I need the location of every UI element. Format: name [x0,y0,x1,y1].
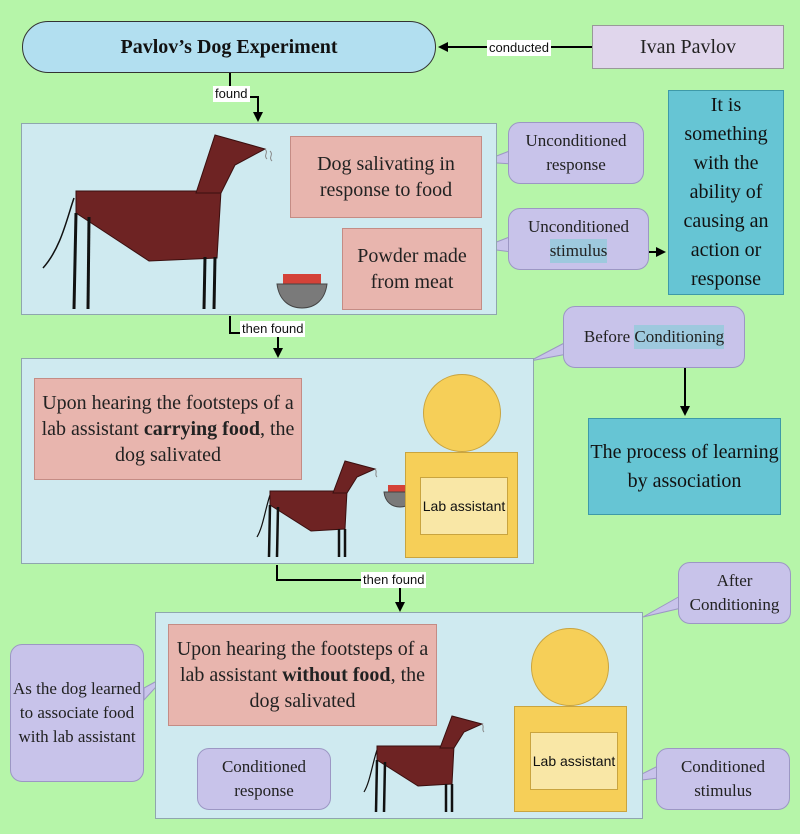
dog-illustration [42,134,273,310]
ivan-pavlov-box: Ivan Pavlov [592,25,784,69]
stimulus-definition-box: It is something with the ability of caus… [668,90,784,295]
carrying-food-box: Upon hearing the footsteps of a lab assi… [34,378,302,480]
bubble-text: Before [583,327,631,346]
bubble-text: Unconditioned [527,217,630,236]
edge-label-found: found [213,86,250,102]
unconditioned-stimulus-box: Powder made from meat [342,228,482,310]
before-conditioning-bubble: Before Conditioning [563,306,745,368]
lab-assistant-label: Lab assistant [420,477,508,535]
lab-assistant-label: Lab assistant [530,732,618,790]
without-food-text: Upon hearing the footsteps of a lab assi… [176,638,429,712]
after-conditioning-bubble: After Conditioning [678,562,791,624]
without-food-box: Upon hearing the footsteps of a lab assi… [168,624,437,726]
dog-illustration [363,715,485,813]
unconditioned-stimulus-bubble: Unconditioned stimulus [508,208,649,270]
learning-definition-box: The process of learning by association [588,418,781,515]
unconditioned-response-bubble: Unconditioned response [508,122,644,184]
bubble-text-highlight: Conditioning [634,325,725,349]
dog-illustration [256,460,378,558]
carrying-food-text: Upon hearing the footsteps of a lab assi… [41,392,295,466]
association-note-bubble: As the dog learned to associate food wit… [10,644,144,782]
conditioned-response-bubble: Conditioned response [197,748,331,810]
edge-label-then-found: then found [240,321,306,337]
conditioned-stimulus-bubble: Conditioned stimulus [656,748,790,810]
edge-label-conducted: conducted [487,40,551,56]
diagram-title: Pavlov’s Dog Experiment [22,21,436,73]
lab-assistant-head [531,628,609,706]
then-found-arrow-2 [276,565,405,612]
bubble-text-highlight: stimulus [549,239,608,263]
lab-assistant-head [423,374,501,452]
food-bowl-icon [276,274,328,309]
edge-label-then-found: then found [361,572,427,588]
unconditioned-response-box: Dog salivating in response to food [290,136,482,218]
